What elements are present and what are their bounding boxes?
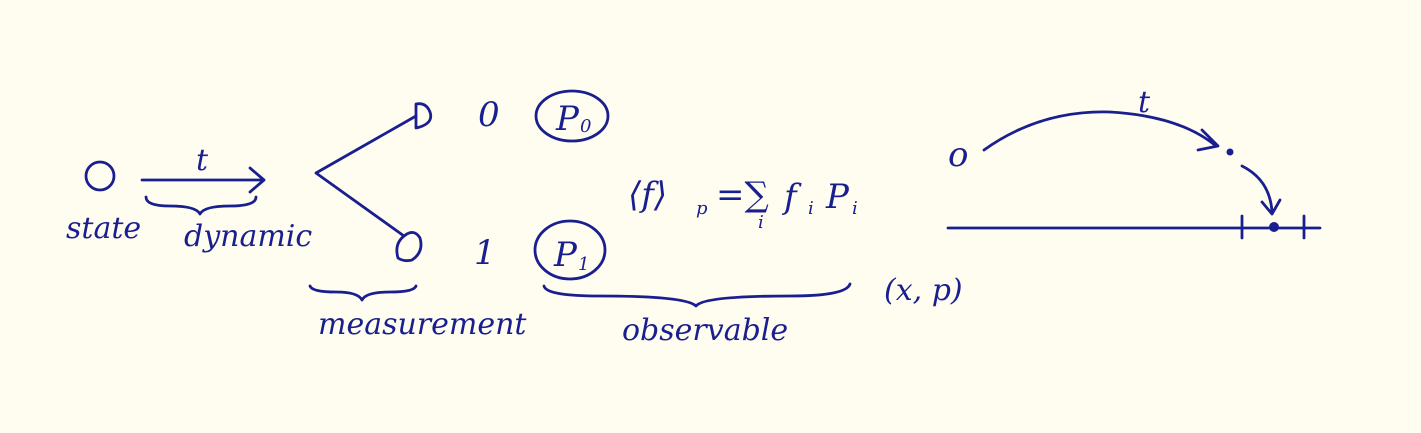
time-evolution-arrow xyxy=(982,110,1220,152)
prob-0-circle xyxy=(534,89,610,143)
time-label-left: t xyxy=(196,143,209,178)
outcome-1: 1 xyxy=(474,233,496,273)
detector-top xyxy=(414,102,433,130)
measured-value-point xyxy=(1269,222,1279,232)
origin-label: o xyxy=(948,135,968,175)
prob-1-index: 1 xyxy=(578,254,589,275)
expectation-sum-index: i xyxy=(758,212,764,233)
prob-0-index: 0 xyxy=(580,116,591,137)
measurement-brace xyxy=(308,284,418,302)
expectation-subscript: p xyxy=(696,198,708,219)
projection-arrow xyxy=(1240,164,1282,216)
evolved-state-point xyxy=(1226,148,1234,156)
time-label-right: t xyxy=(1138,85,1151,120)
measurement-label: measurement xyxy=(318,307,527,342)
detector-bottom xyxy=(395,231,423,263)
prob-1-letter: P xyxy=(553,235,578,275)
expectation-p-index: i xyxy=(852,198,858,219)
measurement-fork xyxy=(314,114,418,238)
expectation-equals-sum: =∑ xyxy=(716,175,769,215)
dynamic-arrow xyxy=(140,166,266,194)
observable-label: observable xyxy=(622,313,788,348)
expectation-lhs: ⟨f⟩ xyxy=(628,175,667,215)
expectation-f-index: i xyxy=(808,198,814,219)
phase-space-point: (x, p) xyxy=(884,273,963,308)
expectation-p: P xyxy=(825,177,850,217)
prob-0-letter: P xyxy=(555,99,580,139)
observable-brace xyxy=(542,282,852,308)
prob-1-circle xyxy=(533,219,607,281)
dynamic-label: dynamic xyxy=(184,219,312,254)
real-line-axis xyxy=(946,214,1322,240)
expectation-f: f xyxy=(781,177,802,217)
state-label: state xyxy=(66,211,141,246)
dynamic-brace xyxy=(144,195,258,216)
outcome-0: 0 xyxy=(478,95,500,135)
state-circle xyxy=(84,160,116,192)
